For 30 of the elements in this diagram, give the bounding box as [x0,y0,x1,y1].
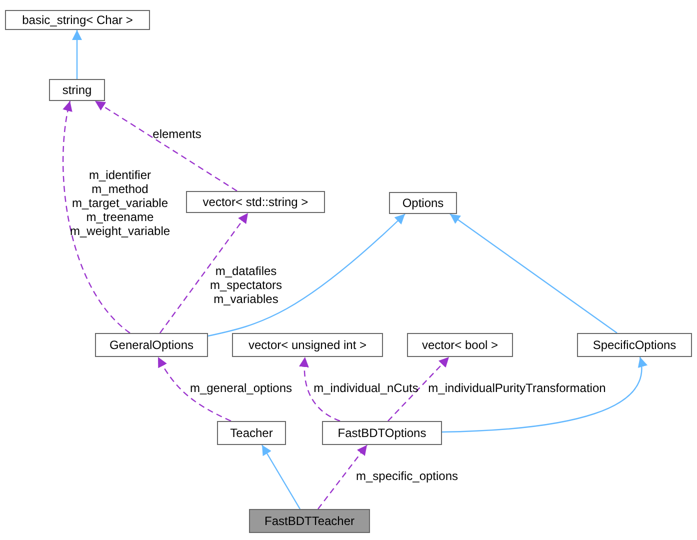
arrow [72,30,82,79]
class-box: vector< unsigned int > [232,333,383,357]
dashed-arrow [299,356,340,422]
arrow [450,214,618,334]
dashed-arrow [318,444,368,510]
dashed-arrow [62,100,130,334]
arrow [442,356,646,433]
arrow [261,444,301,510]
edge-label: m_general_options [190,381,292,395]
dashed-arrow [388,356,450,422]
edge-label: m_specific_options [356,469,458,483]
arrow [208,214,406,337]
class-box: SpecificOptions [577,333,692,357]
edge-label: m_identifier m_method m_target_variable m_treename m_weight_variable [70,168,170,238]
highlighted-class-box: FastBDTTeacher [249,509,370,533]
class-box: FastBDTOptions [322,421,442,445]
edge-label: m_individualPurityTransformation [428,381,606,395]
class-box: Teacher [217,421,286,445]
edge-label: m_datafiles m_spectators m_variables [210,264,282,306]
dashed-arrow [157,356,232,422]
edge-label: m_individual_nCuts [314,381,418,395]
dashed-arrow [94,100,238,192]
class-box: vector< std::string > [186,191,325,213]
dashed-arrow [160,212,248,334]
edge-label: elements [152,127,202,141]
class-box: string [49,79,105,101]
class-box: basic_string< Char > [5,10,150,30]
class-box: vector< bool > [407,333,513,357]
class-box: GeneralOptions [95,333,208,357]
class-box: Options [389,192,457,214]
